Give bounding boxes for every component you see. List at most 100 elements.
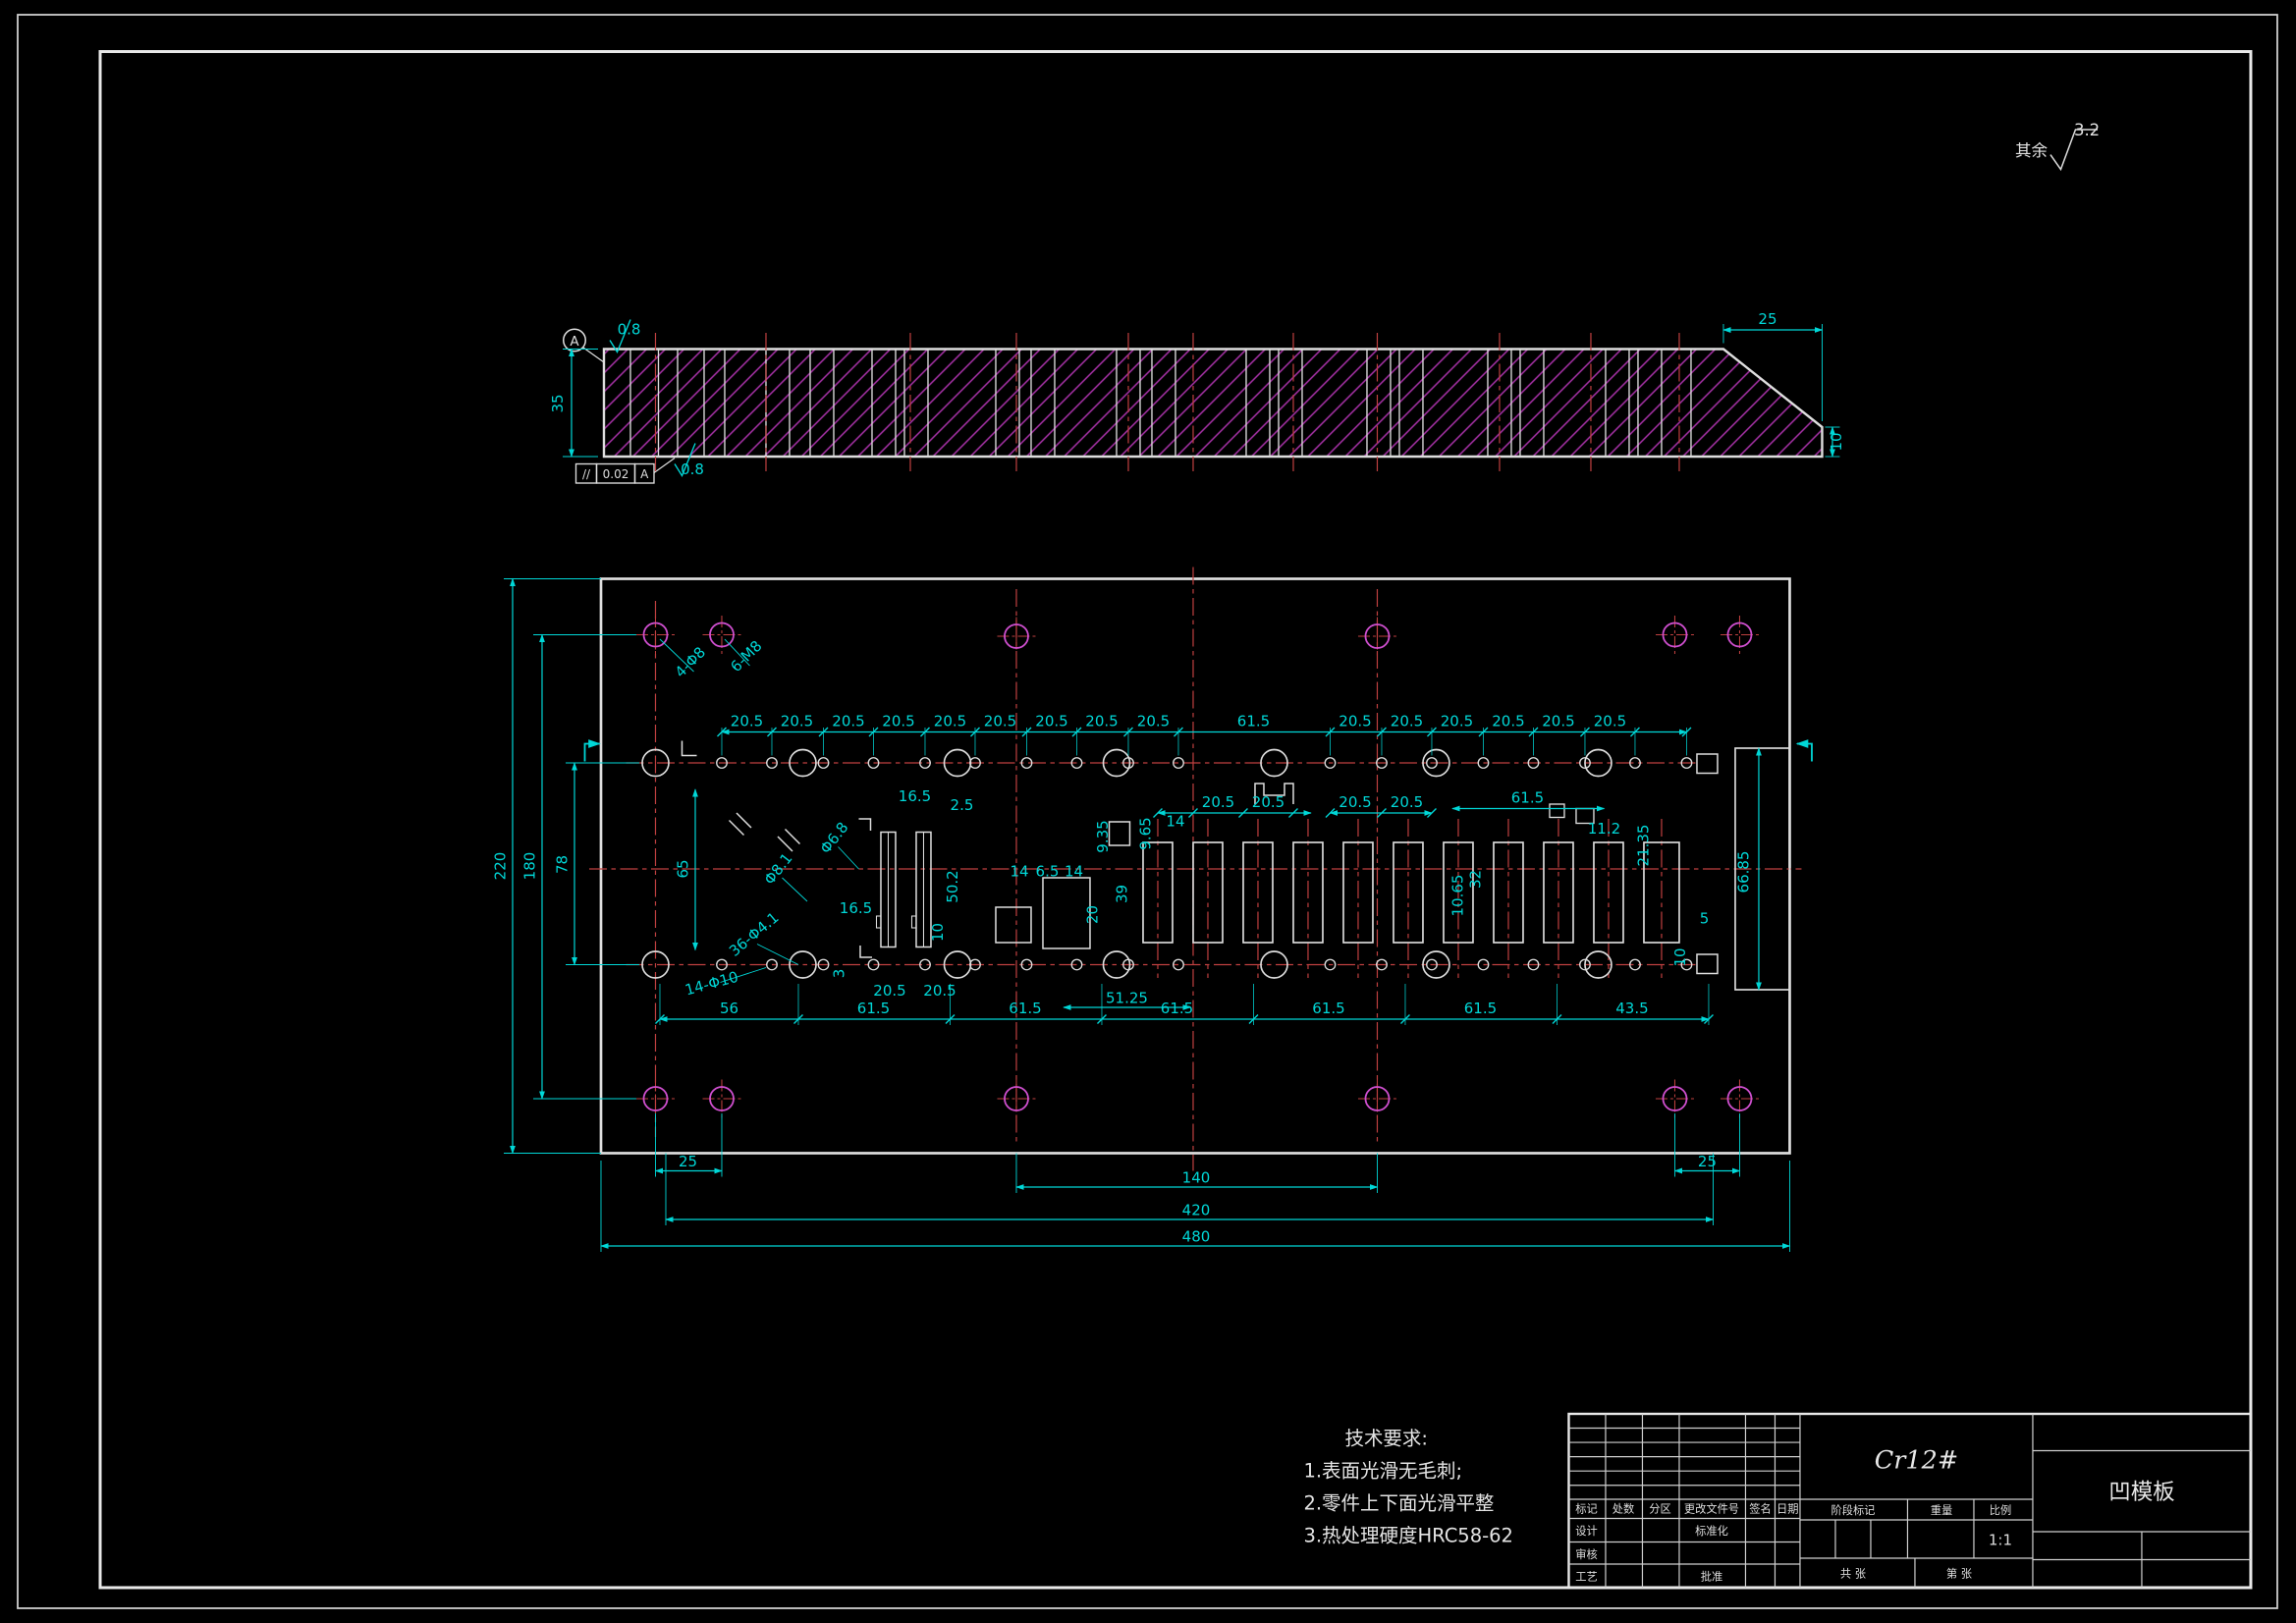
punch-slot-nub xyxy=(910,915,917,929)
datum-label: A xyxy=(570,334,579,350)
pilot-hole xyxy=(1376,757,1388,769)
right-notch xyxy=(1734,747,1791,991)
datum-leader xyxy=(582,347,605,363)
die-slot xyxy=(1493,841,1524,944)
dim-label: 20.5 xyxy=(934,713,966,730)
outer-border xyxy=(17,14,2278,1609)
tech-item: 3.热处理硬度HRC58-62 xyxy=(1303,1524,1512,1546)
tb-label-check: 审核 xyxy=(1575,1547,1597,1561)
guide-hole xyxy=(1102,748,1131,778)
dim-tick xyxy=(1426,808,1437,818)
dim-label: 10.65 xyxy=(1449,875,1466,917)
dim-label: Φ6.8 xyxy=(816,819,851,857)
dim-label: 16.5 xyxy=(899,787,931,805)
inner-border xyxy=(98,50,2253,1590)
tolerance-value: 0.02 xyxy=(603,467,629,481)
tolerance-frame: // 0.02 A xyxy=(574,458,676,484)
section-bar xyxy=(602,348,1824,459)
tb-label-stage: 阶段标记 xyxy=(1831,1503,1875,1517)
tb-label-design: 设计 xyxy=(1575,1525,1597,1538)
dim-tick xyxy=(1376,808,1387,818)
dim-label: 20.5 xyxy=(1137,713,1170,730)
pilot-hole xyxy=(1477,958,1490,971)
die-slot xyxy=(1443,841,1474,944)
dim-label: 20.5 xyxy=(984,713,1016,730)
die-opening xyxy=(995,906,1032,944)
guide-hole xyxy=(641,748,670,778)
dim-label: 43.5 xyxy=(1615,1000,1648,1017)
die-opening xyxy=(1042,877,1091,949)
dim-tick xyxy=(1287,808,1298,818)
corner-mark xyxy=(681,740,697,757)
dim-label: 20.5 xyxy=(1594,713,1626,730)
die-slot xyxy=(1142,841,1174,944)
roughness-check-icon xyxy=(2050,129,2098,172)
guide-hole xyxy=(1102,950,1131,979)
pilot-hole xyxy=(817,757,830,769)
bolt-hole xyxy=(1364,623,1391,649)
dim-label: 10 xyxy=(1671,947,1689,966)
guide-hole xyxy=(1422,950,1450,979)
dim-label: 61.5 xyxy=(1511,789,1544,807)
scale-value: 1:1 xyxy=(1989,1531,2012,1548)
tech-title: 技术要求: xyxy=(1344,1427,1428,1449)
pilot-hole xyxy=(1122,757,1134,769)
leader-line xyxy=(756,944,799,965)
clip-feature xyxy=(1254,783,1294,805)
material-label: Cr12# xyxy=(1875,1445,1958,1475)
dim-tick xyxy=(1237,808,1248,818)
tb-label-sign: 签名 xyxy=(1749,1501,1771,1515)
pilot-hole xyxy=(1579,757,1591,769)
dim-label: 65 xyxy=(674,859,691,878)
tolerance-datum-cell xyxy=(633,462,655,484)
pilot-hole xyxy=(1426,757,1438,769)
dim-label: 20.5 xyxy=(1252,793,1285,811)
slant-feature xyxy=(784,828,801,845)
surface-roughness-note: 其余 3.2 xyxy=(2015,121,2100,172)
dim-label: 61.5 xyxy=(1464,1000,1497,1017)
dim-label: 14 xyxy=(1166,812,1184,830)
die-slot xyxy=(1192,841,1224,944)
dim-label: 32 xyxy=(1466,870,1484,889)
dim-label: 420 xyxy=(1182,1201,1211,1218)
guide-hole xyxy=(789,950,817,979)
guide-hole xyxy=(641,950,670,979)
dim-label: 0.8 xyxy=(681,460,704,478)
tb-label-sheet-total: 共 张 xyxy=(1840,1567,1866,1580)
tb-label-zone: 分区 xyxy=(1649,1502,1670,1515)
pilot-hole xyxy=(919,958,931,971)
dim-label: 61.5 xyxy=(1161,1000,1193,1017)
dim-label: 20.5 xyxy=(1339,793,1371,811)
dim-label: 10 xyxy=(1828,432,1845,451)
pilot-hole xyxy=(1122,958,1134,971)
die-slot xyxy=(1393,841,1424,944)
tb-label-scale: 比例 xyxy=(1990,1503,2011,1517)
pilot-hole xyxy=(1070,958,1083,971)
dim-tick xyxy=(1187,808,1198,818)
dim-label: 50.2 xyxy=(944,870,961,902)
small-feature xyxy=(1549,803,1565,819)
pilot-hole xyxy=(817,958,830,971)
tech-item: 2.零件上下面光滑平整 xyxy=(1303,1491,1494,1514)
pilot-hole xyxy=(1020,958,1033,971)
dim-label: 20.5 xyxy=(781,713,813,730)
dim-label: 20.5 xyxy=(1391,793,1423,811)
pilot-hole xyxy=(1173,757,1184,769)
pilot-hole xyxy=(1376,958,1388,971)
bolt-hole xyxy=(709,1086,735,1111)
drawing-frame xyxy=(17,14,2278,1609)
dim-label: 20.5 xyxy=(1035,713,1067,730)
die-slot xyxy=(1543,841,1574,944)
dim-label: 25 xyxy=(679,1153,697,1170)
dim-label: 25 xyxy=(1758,310,1777,328)
pilot-hole xyxy=(716,958,728,971)
dim-label: 20.5 xyxy=(1202,793,1234,811)
bolt-hole xyxy=(1662,622,1688,648)
center-lines xyxy=(588,567,1802,1171)
dim-label: 35 xyxy=(549,394,567,412)
die-slot xyxy=(1292,841,1324,944)
dim-tick xyxy=(1325,808,1336,818)
dim-label: 20.5 xyxy=(882,713,914,730)
pilot-hole xyxy=(1020,757,1033,769)
